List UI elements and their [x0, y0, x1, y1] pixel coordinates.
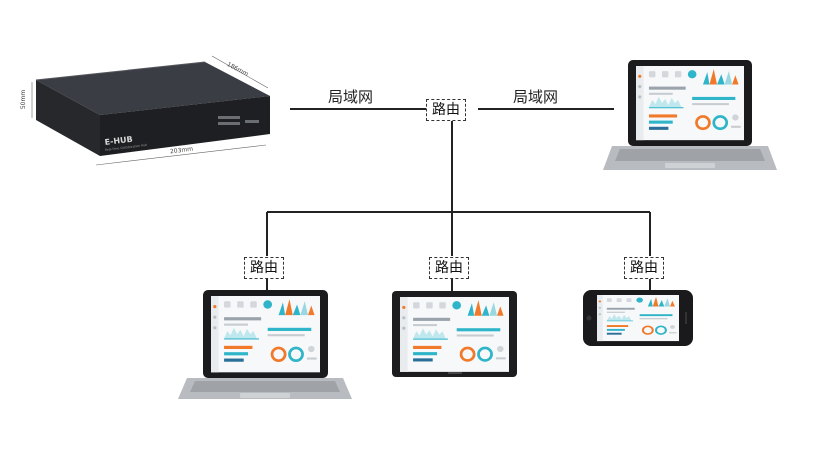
ehub-device	[31, 55, 270, 166]
laptop-client	[178, 290, 352, 399]
phone-client	[583, 290, 693, 346]
laptop-server	[603, 60, 777, 170]
router-right: 路由	[624, 257, 664, 279]
connection-lines	[266, 108, 651, 292]
lan-label-right: 局域网	[513, 88, 559, 106]
device-brand-text: E-HUB	[104, 135, 133, 147]
lan-label-left: 局域网	[328, 88, 374, 106]
device-subtitle-text: Real-Time Collaboration Hub	[105, 143, 148, 152]
dimension-height-label: 50mm	[20, 89, 28, 110]
router-left: 路由	[244, 257, 284, 279]
router-middle: 路由	[429, 257, 469, 279]
tablet-client	[392, 291, 517, 377]
router-center: 路由	[426, 99, 466, 121]
